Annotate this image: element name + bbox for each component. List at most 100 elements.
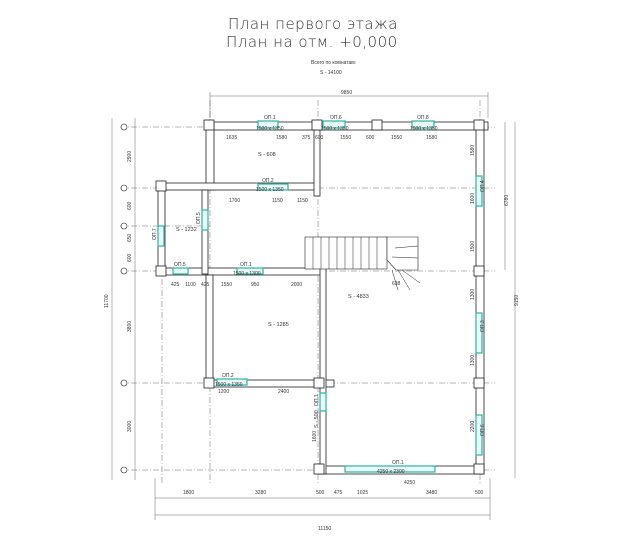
window-label: ОП.1	[240, 262, 252, 268]
dim: 3280	[255, 490, 266, 496]
dim: 1580	[276, 135, 287, 141]
window	[216, 378, 248, 386]
dim: 1580	[426, 135, 437, 141]
dim-right-total: 9150	[514, 295, 520, 306]
dimension-texts: 9850 11150 11700 9150 6780 1635 1580 375…	[104, 90, 520, 532]
window	[257, 120, 279, 129]
dim: 1200	[218, 389, 229, 395]
room-area: S - 4833	[348, 294, 369, 300]
window	[322, 120, 346, 129]
window-label: ОП.1	[314, 394, 320, 406]
dim: 1700	[229, 198, 240, 204]
window	[201, 209, 209, 231]
dim: 1600	[312, 431, 318, 442]
dim: 600	[366, 135, 375, 141]
room-area: S - 1285	[268, 322, 289, 328]
room-area: S - 1232	[176, 227, 197, 233]
dim: 600	[127, 201, 133, 210]
dim: 2400	[278, 389, 289, 395]
dim: 950	[251, 282, 260, 288]
dim: 1025	[357, 490, 368, 496]
dim: 1300	[470, 289, 476, 300]
axis-markers	[120, 123, 128, 474]
window-label: ОП.5	[174, 262, 186, 268]
window-label: ОП.5	[196, 212, 202, 224]
dim: 1500	[470, 241, 476, 252]
dim: 650	[127, 233, 133, 242]
window-size: 1500 x 1350	[215, 382, 243, 388]
dim-top-total: 9850	[341, 90, 352, 96]
window-label: ОП.4	[480, 180, 486, 192]
window-size: 1500 x 1350	[410, 126, 438, 132]
dim: 1100	[185, 282, 196, 288]
dim: 500	[475, 490, 484, 496]
window-label: ОП.3	[480, 320, 486, 332]
dim: 1150	[297, 198, 308, 204]
dimension-lines	[111, 92, 516, 520]
window	[172, 267, 189, 275]
total-area-caption: Всего по комнатам:	[311, 60, 356, 66]
window-label: ОП.8	[417, 115, 429, 121]
dim: 1800	[183, 490, 194, 496]
dim: 4250	[404, 480, 415, 486]
walls	[155, 119, 489, 475]
dim: 600	[315, 135, 324, 141]
staircase	[304, 236, 421, 291]
dim: 375	[302, 135, 311, 141]
dim: 600	[127, 253, 133, 262]
window-labels: ОП.1 1500 x 1350 ОП.6 1500 x 1350 ОП.8 1…	[152, 115, 486, 475]
window	[475, 175, 483, 207]
window	[475, 312, 483, 354]
dim: 3000	[127, 421, 133, 432]
dim: 638	[392, 281, 401, 287]
windows	[157, 120, 483, 473]
total-area-value: S - 14100	[320, 70, 342, 76]
window-label: ОП.7	[152, 228, 158, 240]
dim: 1550	[221, 282, 232, 288]
window	[475, 414, 483, 456]
room-area: S - 500	[314, 410, 320, 428]
window-label: ОП.6	[330, 115, 342, 121]
dim: 425	[171, 282, 180, 288]
room-areas: S - 608 S - 1285 S - 4833 S - 1232 S - 5…	[176, 152, 369, 428]
room-area: S - 608	[258, 152, 276, 158]
dim-left-total: 11700	[104, 294, 110, 308]
dim: 1150	[272, 198, 283, 204]
dim: 1635	[226, 135, 237, 141]
window-size: 4250 x 2300	[377, 469, 405, 475]
window	[236, 267, 264, 275]
window	[344, 465, 436, 473]
axis-lines	[120, 100, 495, 485]
window	[157, 225, 165, 247]
window	[411, 120, 435, 129]
dim: 2200	[470, 421, 476, 432]
plan-title: План первого этажа	[228, 15, 398, 33]
window-size: 1500 x 1350	[256, 126, 284, 132]
dim: 3800	[127, 321, 133, 332]
dim: 3480	[426, 490, 437, 496]
window	[319, 392, 327, 412]
dim: 1550	[340, 135, 351, 141]
plan-subtitle: План на отм. +0,000	[226, 33, 398, 51]
window-size: 1500 x 1300	[233, 271, 261, 277]
window	[257, 183, 289, 191]
window-label: ОП.2	[262, 178, 274, 184]
dim-right-upper: 6780	[504, 195, 510, 206]
window-label: ОП.6	[480, 424, 486, 436]
dim: 425	[201, 282, 210, 288]
window-size: 1500 x 1350	[256, 187, 284, 193]
window-label: ОП.2	[222, 373, 234, 379]
dim: 475	[334, 490, 343, 496]
window-size: 1500 x 1350	[321, 126, 349, 132]
dim: 1300	[470, 355, 476, 366]
dim: 2000	[291, 282, 302, 288]
dim: 1600	[470, 193, 476, 204]
dim: 500	[316, 490, 325, 496]
dim: 2900	[127, 151, 133, 162]
dim-bottom-total: 11150	[318, 526, 331, 532]
dim: 1580	[470, 145, 476, 156]
window-label: ОП.1	[264, 115, 276, 121]
window-label: ОП.1	[392, 460, 404, 466]
dim: 1550	[391, 135, 402, 141]
